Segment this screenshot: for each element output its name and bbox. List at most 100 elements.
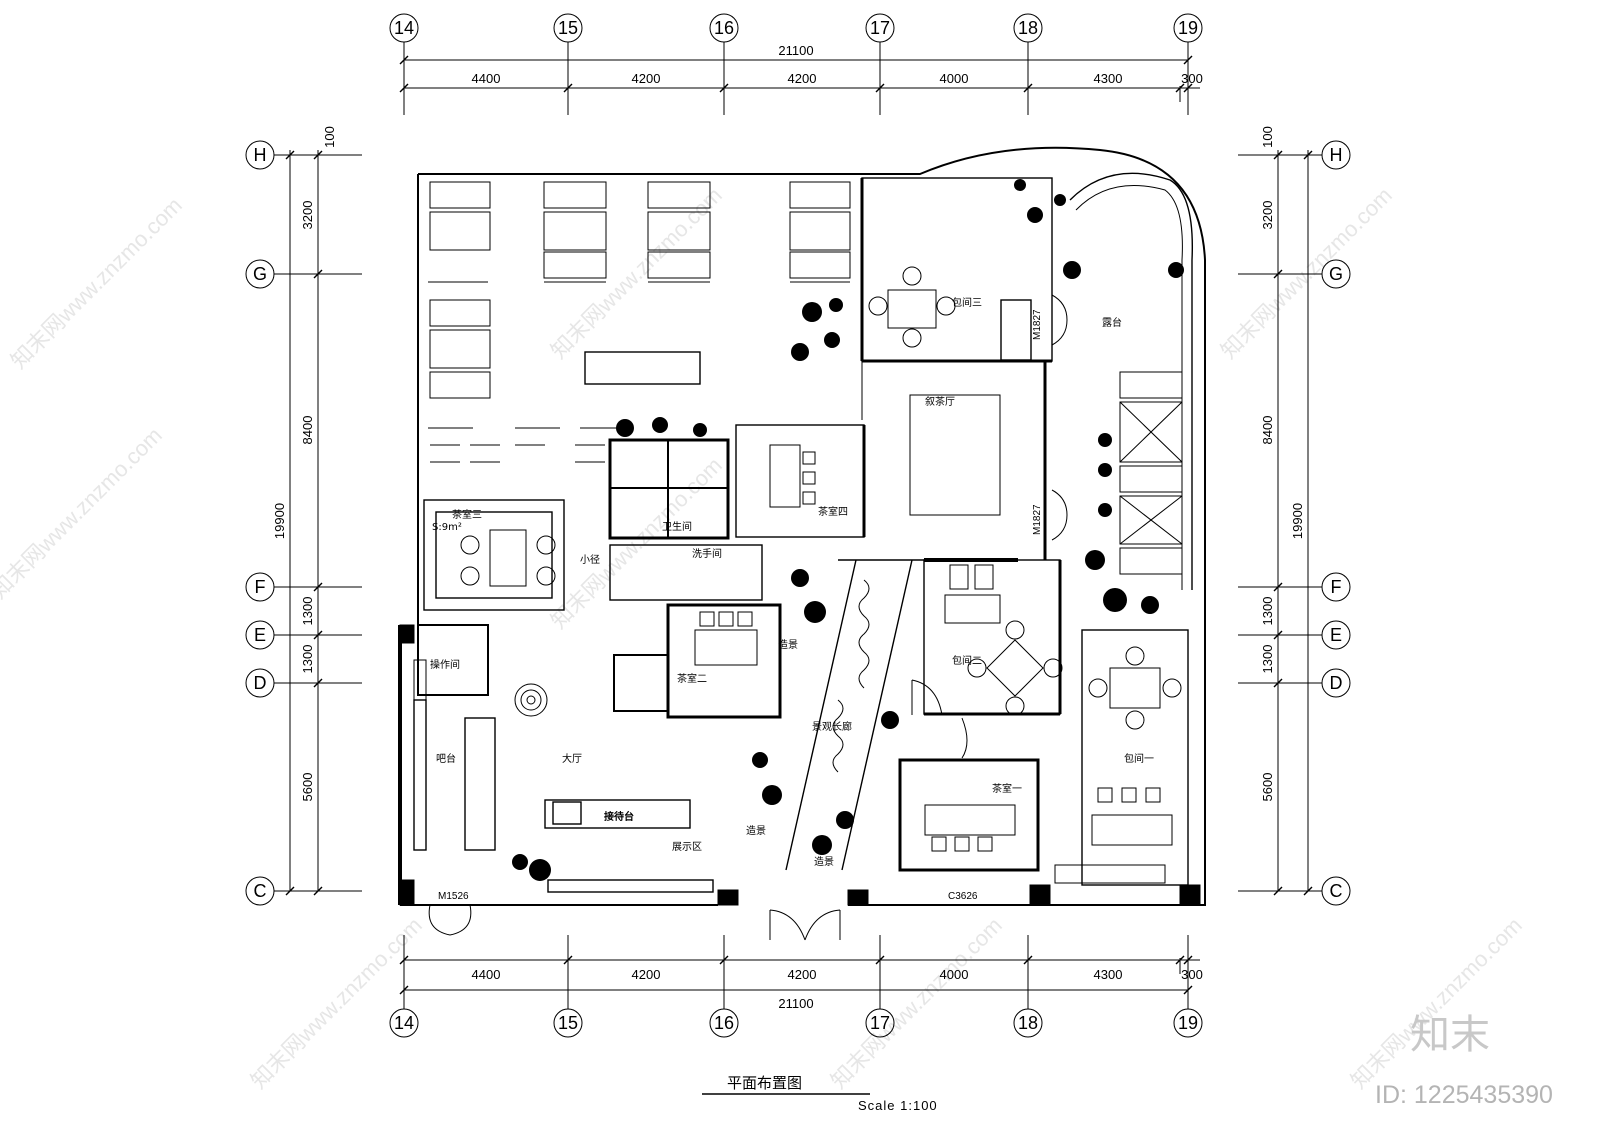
outer-walls [398,146,1206,906]
dim-top-seg-3: 4200 [788,71,817,86]
grid-row-c-left: C [254,881,267,901]
room-label-cha-shi-yi: 茶室一 [992,782,1022,795]
grid-col-17-bottom: 17 [870,1013,890,1033]
dimension-texts-vertical: 100 3200 8400 1300 1300 5600 19900 100 3… [272,126,1305,801]
room-label-zaojing-3: 造景 [814,855,834,868]
dining-sets [460,266,1182,884]
watermark-site-1: 知末网www.znzmo.com [6,192,187,373]
dim-left-seg-2: 8400 [300,416,315,445]
dim-right-seg-2: 8400 [1260,416,1275,445]
watermark-diagonal: 知末网www.znzmo.com 知末网www.znzmo.com 知末网www… [0,182,1527,1093]
dim-left-seg-1: 3200 [300,201,315,230]
lounge-chairs [413,181,1183,851]
grid-col-18-bottom: 18 [1018,1013,1038,1033]
grid-col-16-bottom: 16 [714,1013,734,1033]
title-block: 平面布置图 Scale 1:100 [702,1074,937,1113]
room-label-ba-tai: 吧台 [436,752,456,765]
room-label-xiao-jing: 小径 [580,553,600,566]
dim-bottom-seg-1: 4400 [472,967,501,982]
room-labels: 包间三 露台 叙茶厅 茶室三 S:9m² 卫生间 茶室四 小径 洗手间 操作间 … [430,296,1154,868]
door-tag-c3626: C3626 [948,891,978,902]
room-label-lutai: 露台 [1102,316,1122,329]
grid-row-e-right: E [1330,625,1342,645]
grid-row-d-right: D [1330,673,1343,693]
grid-col-16-top: 16 [714,18,734,38]
grid-col-19-bottom: 19 [1178,1013,1198,1033]
dim-top-total: 21100 [778,43,813,58]
watermark-site-7: 知末网www.znzmo.com [826,912,1007,1093]
dim-bottom-seg-6: 300 [1181,967,1203,982]
interior-walls [413,172,1194,893]
room-label-cha-shi-er: 茶室二 [677,672,707,685]
watermark-id: ID: 1225435390 [1375,1081,1553,1109]
dim-bottom-seg-3: 4200 [788,967,817,982]
plants [512,179,1184,881]
grid-row-e-left: E [254,625,266,645]
room-label-da-ting: 大厅 [562,752,582,765]
watermark-site-4: 知末网www.znzmo.com [0,422,167,603]
door-tag-m1827-lower: M1827 [1032,504,1043,535]
dim-right-seg-3: 1300 [1260,597,1275,626]
room-label-jiedai-tai: 接待台 [604,810,634,823]
dim-top-seg-6: 300 [1181,71,1203,86]
watermark-site-8: 知末网www.znzmo.com [1346,912,1527,1093]
dim-top-seg-2: 4200 [632,71,661,86]
room-label-zhanshi-qu: 展示区 [672,841,702,853]
room-label-cha-shi-san-area: S:9m² [432,522,462,533]
grid-col-15-bottom: 15 [558,1013,578,1033]
grid-row-g-right: G [1329,264,1343,284]
grid-row-g-left: G [253,264,267,284]
grid-col-18-top: 18 [1018,18,1038,38]
dim-left-total: 19900 [272,503,287,539]
grid-row-f-right: F [1331,577,1342,597]
dim-bottom-total: 21100 [778,996,813,1011]
grid-col-17-top: 17 [870,18,890,38]
grid-col-14-top: 14 [394,18,414,38]
room-label-xu-cha-ting: 叙茶厅 [925,395,955,408]
dim-left-seg-4: 1300 [300,645,315,674]
dim-bottom-seg-5: 4300 [1094,967,1123,982]
grid-row-d-left: D [254,673,267,693]
door-swings [428,294,1068,941]
dim-left-offset: 100 [322,126,337,148]
door-tags: M1827 M1827 M1526 C3626 [438,309,1043,902]
dim-right-offset: 100 [1260,126,1275,148]
dim-left-seg-3: 1300 [300,597,315,626]
dim-bottom-seg-2: 4200 [632,967,661,982]
watermark-site-2: 知末网www.znzmo.com [546,182,727,363]
grid-row-h-right: H [1330,145,1343,165]
room-label-xishou-jian: 洗手间 [692,547,722,560]
room-label-baojian-er: 包间二 [952,654,982,667]
watermark-site-6: 知末网www.znzmo.com [246,912,427,1093]
door-tag-m1526: M1526 [438,891,469,902]
dim-left-seg-5: 5600 [300,773,315,802]
dim-right-seg-1: 3200 [1260,201,1275,230]
grid-row-labels: H G F E D C H G F E D C [253,145,1343,901]
door-tag-m1827-upper: M1827 [1032,309,1043,340]
watermark-site-3: 知末网www.znzmo.com [1216,182,1397,363]
grid-row-c-right: C [1330,881,1343,901]
room-label-jingguan-changlang: 景观长廊 [812,720,852,733]
room-label-baojian-yi: 包间一 [1124,752,1154,765]
dim-top-seg-1: 4400 [472,71,501,86]
grid-row-f-left: F [255,577,266,597]
grid-col-14-bottom: 14 [394,1013,414,1033]
room-label-cha-shi-san: 茶室三 [452,508,482,521]
room-label-zaojing-2: 造景 [746,824,766,837]
watermark-logo-text: 知末 [1410,1012,1490,1058]
grid-column-labels: 14 15 16 17 18 19 14 15 16 17 18 19 [394,18,1198,1033]
dimension-texts: 21100 4400 4200 4200 4000 4300 300 4400 … [472,43,1203,1011]
watermark-logo: 知末 ID: 1225435390 [1375,1012,1553,1109]
dimension-ticks [285,55,1313,995]
room-label-zaojing-1: 造景 [778,638,798,651]
grid-col-15-top: 15 [558,18,578,38]
room-label-cha-shi-si: 茶室四 [818,505,848,518]
room-label-baojian-san: 包间三 [952,296,982,309]
dim-bottom-seg-4: 4000 [940,967,969,982]
dim-top-seg-5: 4300 [1094,71,1123,86]
room-label-weisheng-jian: 卫生间 [662,520,692,533]
grid-col-19-top: 19 [1178,18,1198,38]
dim-right-total: 19900 [1290,503,1305,539]
grid-row-h-left: H [254,145,267,165]
